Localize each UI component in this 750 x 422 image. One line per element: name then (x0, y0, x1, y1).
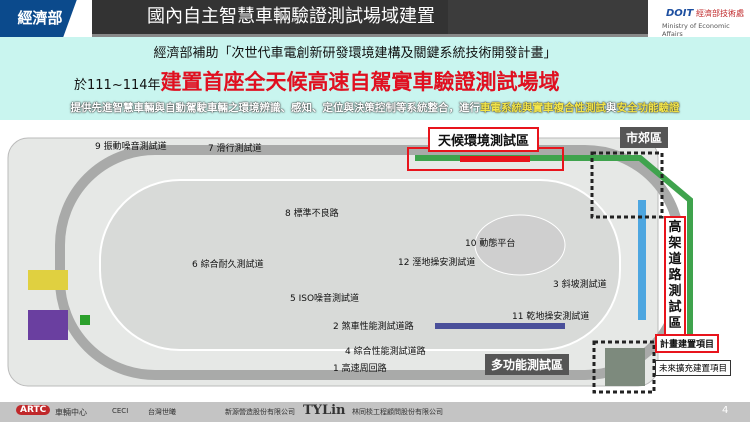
intro-band (0, 37, 750, 120)
tylin-logo: TYLin (303, 403, 346, 418)
intro-line2: 於111~114年建置首座全天候高速自駕實車驗證測試場域 (74, 70, 560, 94)
page-title: 國內自主智慧車輛驗證測試場域建置 (92, 0, 448, 37)
track-12: 12 溼地操安測試道 (398, 258, 476, 268)
track-layout (7, 137, 693, 394)
track-8: 8 標準不良路 (285, 209, 339, 219)
ceci-logo: CECI (112, 407, 129, 415)
track-5: 5 ISO噪音測試道 (290, 294, 360, 304)
header: 經濟部 國內自主智慧車輛驗證測試場域建置 DOIT 經濟部技術處 Ministr… (0, 0, 750, 38)
footer: ARTC 車輛中心 CECI 台灣世曦 新源營造股份有限公司 TYLin 林同棪… (0, 402, 750, 422)
zone-suburban: 市郊區 (620, 127, 669, 148)
title-bar (448, 0, 648, 37)
ministry-label: 經濟部 (0, 0, 80, 37)
zone-multi: 多功能測試區 (485, 354, 570, 375)
track-10: 10 動態平台 (465, 239, 516, 249)
legend-new: 計畫建置項目 (655, 334, 720, 353)
intro-line1: 經濟部補助「次世代車電創新研發環境建構及關鍵系統技術開發計畫」 (153, 46, 557, 61)
track-2: 2 煞車性能測試道路 (333, 322, 414, 332)
track-7: 7 滑行測試道 (208, 144, 262, 154)
track-1: 1 高速周回路 (333, 364, 387, 374)
track-9: 9 振動噪音測試道 (95, 142, 167, 152)
track-11: 11 乾地操安測試道 (512, 312, 590, 322)
doit-logo: DOIT 經濟部技術處 Ministry of Economic Affairs (662, 8, 744, 38)
zone-all-weather: 天候環境測試區 (428, 127, 540, 152)
intro-line3: 提供先進智慧車輛與自動駕駛車輛之環境辨識、感知、定位與決策控制等系統整合，進行車… (70, 102, 680, 114)
site-map: 9 振動噪音測試道 7 滑行測試道 8 標準不良路 10 動態平台 6 綜合耐久… (0, 120, 750, 402)
artc-logo: ARTC (16, 405, 51, 415)
track-3: 3 斜坡測試道 (553, 280, 607, 290)
track-4: 4 綜合性能測試道路 (345, 347, 426, 357)
legend-future: 未來擴充建置項目 (655, 360, 732, 376)
zone-elevated: 高架道路測試區 (664, 216, 686, 336)
track-6: 6 綜合耐久測試道 (192, 260, 264, 270)
page-number: 4 (722, 405, 729, 416)
